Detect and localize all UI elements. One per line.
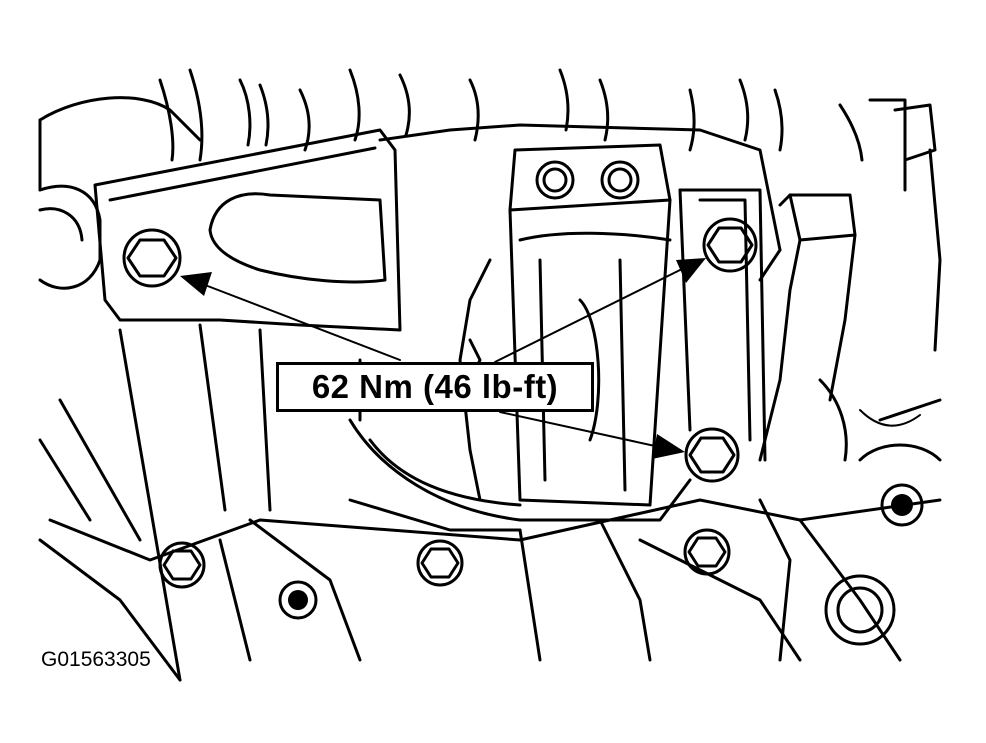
torque-callout: 62 Nm (46 lb-ft) xyxy=(276,362,594,412)
arrowhead-icon xyxy=(652,434,685,459)
dowel-hole xyxy=(880,483,924,527)
hex-bolt-icon xyxy=(702,217,758,273)
hex-bolt-icon xyxy=(684,427,740,483)
left-mounting-bracket xyxy=(93,123,782,332)
right-mounting-bracket xyxy=(758,193,857,462)
bore-circle xyxy=(824,574,896,646)
hex-bolt-icon xyxy=(683,528,731,576)
arrowhead-icon xyxy=(180,272,212,296)
hex-bolt-icon xyxy=(158,541,206,589)
leader-line-bottom-right xyxy=(499,411,685,459)
leader-line-top-right xyxy=(494,258,706,363)
central-mount-body xyxy=(348,143,767,522)
leader-line-left xyxy=(180,272,401,361)
engine-block-outline xyxy=(38,68,942,682)
hex-bolt-icon xyxy=(122,228,182,288)
figure-id: G01563305 xyxy=(41,648,151,671)
hex-bolt-icon xyxy=(416,539,464,587)
torque-label: 62 Nm (46 lb-ft) xyxy=(311,368,559,405)
arrowhead-icon xyxy=(676,258,706,283)
dowel-hole xyxy=(278,580,318,620)
